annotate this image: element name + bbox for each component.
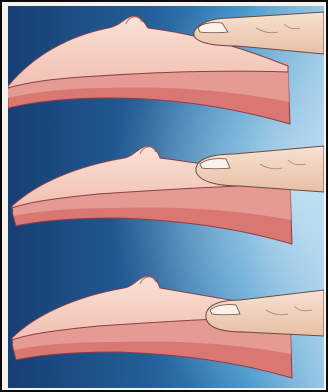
breast-tissue-diagram [8,6,324,388]
